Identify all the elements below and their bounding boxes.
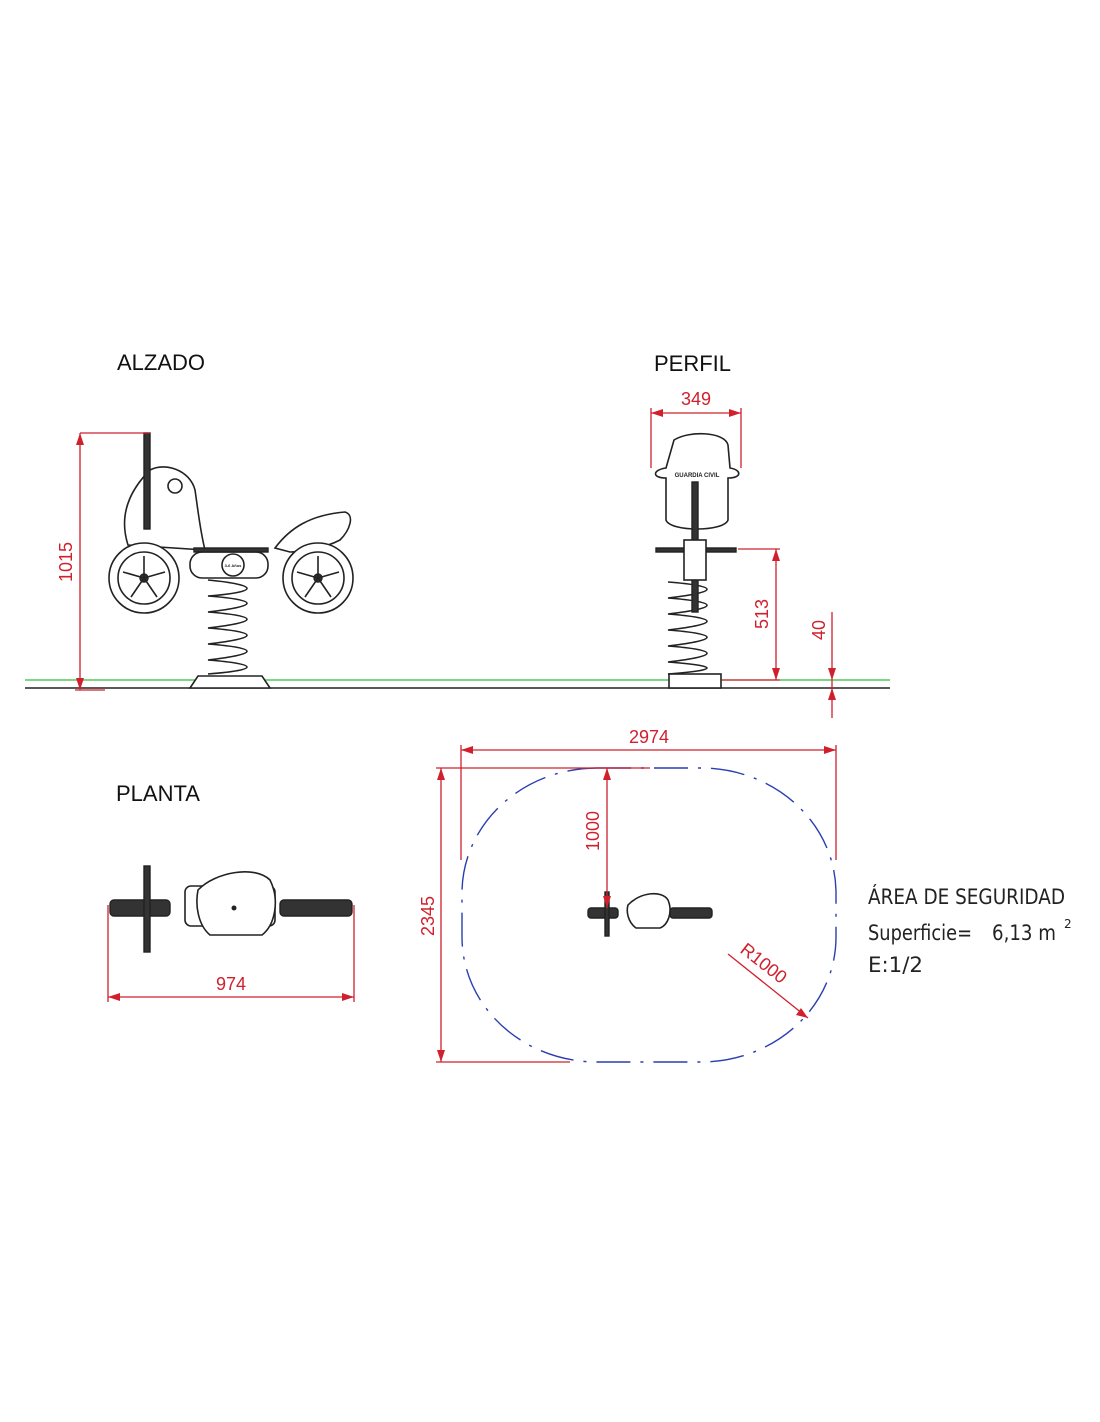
- safety-note: ÁREA DE SEGURIDAD Superficie= 6,13 m 2 E…: [868, 884, 1072, 977]
- view-title-perfil: PERFIL: [654, 351, 731, 376]
- dim-label-513: 513: [752, 599, 772, 629]
- alzado-motorbike: 3-6 Años: [108, 432, 354, 689]
- dimension-base-height: 40: [809, 612, 836, 718]
- dimension-area-offset: 1000: [583, 768, 611, 908]
- dim-label-r1000: R1000: [737, 939, 791, 987]
- rear-wheel: [108, 542, 180, 614]
- view-title-planta: PLANTA: [116, 781, 200, 806]
- dimension-width-profile: 349: [650, 389, 742, 468]
- age-badge: [221, 553, 245, 577]
- fairing-front: [654, 432, 740, 530]
- spring: [207, 579, 248, 675]
- scale-label: E:1/2: [868, 953, 923, 977]
- fairing-text: GUARDIA CIVIL: [675, 473, 720, 479]
- dim-label-2974: 2974: [629, 727, 669, 747]
- dim-label-40: 40: [809, 620, 829, 640]
- dimension-area-radius: R1000: [727, 939, 809, 1019]
- base-plate: [188, 675, 272, 689]
- dim-label-349: 349: [681, 389, 711, 409]
- dim-label-2345: 2345: [418, 896, 438, 936]
- handle-post: [143, 432, 151, 530]
- age-badge-text: 3-6 Años: [225, 563, 243, 568]
- surface-label: Superficie=: [868, 921, 972, 945]
- bolt: [167, 478, 183, 494]
- base-plate: [668, 673, 722, 689]
- dim-label-1000: 1000: [583, 811, 603, 851]
- dimension-area-depth: 2345: [418, 767, 650, 1063]
- dim-label-974: 974: [216, 974, 246, 994]
- safety-note-title: ÁREA DE SEGURIDAD: [868, 884, 1065, 909]
- planta-motorbike: [109, 865, 353, 953]
- rear-body: [123, 466, 207, 551]
- frame-block: [683, 539, 707, 581]
- surface-unit-exponent: 2: [1064, 917, 1072, 931]
- safety-area-equipment: [587, 891, 713, 937]
- view-title-alzado: ALZADO: [117, 350, 205, 375]
- perfil-motorbike: GUARDIA CIVIL: [654, 432, 740, 689]
- surface-value: 6,13 m: [992, 921, 1056, 945]
- seat: [193, 547, 269, 553]
- dimension-seat-height: 513: [722, 548, 780, 681]
- seat-top: [196, 871, 277, 936]
- front-wheel: [282, 542, 354, 614]
- dim-label-1015: 1015: [56, 542, 76, 582]
- dimension-plan-length: 974: [107, 905, 355, 1002]
- dimension-height-total: 1015: [56, 432, 150, 691]
- safety-area-outline: [461, 767, 837, 1063]
- dimension-area-width: 2974: [460, 727, 837, 860]
